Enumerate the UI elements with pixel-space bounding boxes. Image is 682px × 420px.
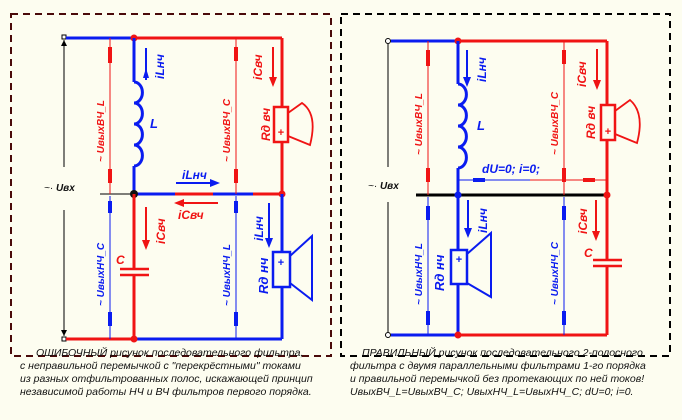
arrow-head: [143, 68, 149, 78]
speaker-hf-icon: +: [599, 98, 641, 145]
probe-mark: [473, 178, 485, 182]
left-panel-frame: [10, 13, 332, 357]
svg-text:~ UвыхВЧ_C: ~ UвыхВЧ_C: [550, 91, 561, 155]
right-caption: ПРАВИЛЬНЫЙ рисунок последовательного 2-п…: [350, 346, 646, 398]
svg-text:с неправильной перемычкой с "п: с неправильной перемычкой с "перекрёстны…: [20, 360, 301, 372]
measure-uout-hf-l: ~ UвыхВЧ_L: [414, 41, 430, 195]
measure-uout-hf-l: ~ UвыхВЧ_L: [96, 38, 112, 194]
speaker-lf-icon: +: [449, 230, 492, 299]
svg-text:и правильной перемычкой без пр: и правильной перемычкой без протекающих …: [350, 373, 644, 385]
measure-uout-lf-l: ~ UвыхНЧ_L: [222, 196, 238, 339]
input-voltage-label: ~· Uвх: [44, 183, 75, 194]
node-bottom: [130, 335, 138, 343]
svg-text:фильтра с двумя параллельными: фильтра с двумя параллельными фильтрами …: [350, 360, 646, 372]
speaker-lf-label: Rд нч: [256, 257, 271, 294]
input-voltage-label: ~· Uвх: [368, 181, 399, 192]
lf-current-label: iLнч: [252, 216, 266, 241]
speaker-hf-icon: +: [272, 101, 314, 147]
svg-text:~ UвыхНЧ_L: ~ UвыхНЧ_L: [414, 243, 425, 305]
left-panel-wrong-filter: ~· Uвх L iLнч iCвч C iCвч: [10, 13, 332, 398]
jumper-label: dU=0; i=0;: [482, 162, 540, 176]
svg-text:~ UвыхНЧ_C: ~ UвыхНЧ_C: [550, 241, 561, 305]
svg-text:~ UвыхНЧ_L: ~ UвыхНЧ_L: [222, 244, 233, 306]
svg-text:из разных отфильтрованных поло: из разных отфильтрованных полос, искажаю…: [20, 373, 313, 385]
input-voltage-marker: ~· Uвх: [368, 38, 399, 338]
jumper-current-hf-label: iCвч: [178, 208, 204, 222]
speaker-lf-label: Rд нч: [432, 254, 447, 291]
svg-text:+: +: [605, 126, 611, 138]
capacitor-label: C: [584, 246, 593, 260]
svg-text:независимой работы НЧ и ВЧ фил: независимой работы НЧ и ВЧ фильтров перв…: [20, 386, 312, 398]
jumper-current-lf-label: iLнч: [182, 168, 207, 182]
speaker-hf-label: Rд вч: [259, 108, 273, 141]
hf-current-label: iCвч: [251, 54, 265, 80]
svg-text:~ UвыхВЧ_L: ~ UвыхВЧ_L: [96, 100, 107, 162]
svg-text:+: +: [278, 127, 284, 139]
inductor-current-label: iLнч: [475, 57, 489, 82]
inductor-L: [457, 82, 468, 170]
measure-uout-lf-c: ~ UвыхНЧ_C: [550, 197, 566, 335]
probe-mark: [583, 178, 595, 182]
right-panel-frame: [340, 13, 671, 357]
node-middle-left: [454, 191, 462, 199]
capacitor-label: C: [116, 253, 125, 267]
measure-uout-lf-c: ~ UвыхНЧ_C: [96, 196, 112, 339]
svg-text:~ UвыхВЧ_L: ~ UвыхВЧ_L: [414, 93, 425, 155]
svg-text:~ UвыхНЧ_C: ~ UвыхНЧ_C: [96, 242, 107, 306]
lf-current-label: iLнч: [476, 208, 490, 233]
inductor-current-label: iLнч: [153, 54, 167, 79]
measure-uout-lf-l: ~ UвыхНЧ_L: [414, 197, 430, 335]
speaker-lf-icon: +: [271, 233, 313, 303]
svg-text:+: +: [456, 254, 462, 266]
right-panel-correct-filter: ~· Uвх L iLнч dU=0; i=0; + Rд нч iL: [340, 13, 671, 398]
inductor-L: [133, 80, 144, 168]
node-bottom: [454, 331, 462, 339]
inductor-label: L: [477, 118, 485, 133]
svg-text:UвыхВЧ_L=UвыхВЧ_C; UвыхНЧ_L=U: UвыхВЧ_L=UвыхВЧ_C; UвыхНЧ_L=UвыхНЧ_C; dU…: [350, 386, 633, 398]
hf-current-label: iCвч: [575, 61, 589, 87]
cap-current-label: iCвч: [154, 218, 168, 244]
svg-text:+: +: [278, 257, 284, 269]
left-caption: ОШИБОЧНЫЙ рисунок последовательного филь…: [20, 346, 313, 398]
measure-uout-hf-c: ~ UвыхВЧ_C: [222, 38, 238, 194]
measure-uout-hf-c: ~ UвыхВЧ_C: [550, 41, 566, 195]
speaker-hf-label: Rд вч: [584, 106, 598, 139]
svg-text:ОШИБОЧНЫЙ рисунок последовател: ОШИБОЧНЫЙ рисунок последовательного филь…: [36, 346, 303, 359]
inductor-label: L: [150, 116, 158, 131]
svg-text:ПРАВИЛЬНЫЙ рисунок последовате: ПРАВИЛЬНЫЙ рисунок последовательного 2-п…: [362, 346, 643, 359]
svg-text:~ UвыхВЧ_C: ~ UвыхВЧ_C: [222, 98, 233, 162]
cap-current-label: iCвч: [576, 208, 590, 234]
input-voltage-marker: ~· Uвх: [44, 34, 75, 342]
